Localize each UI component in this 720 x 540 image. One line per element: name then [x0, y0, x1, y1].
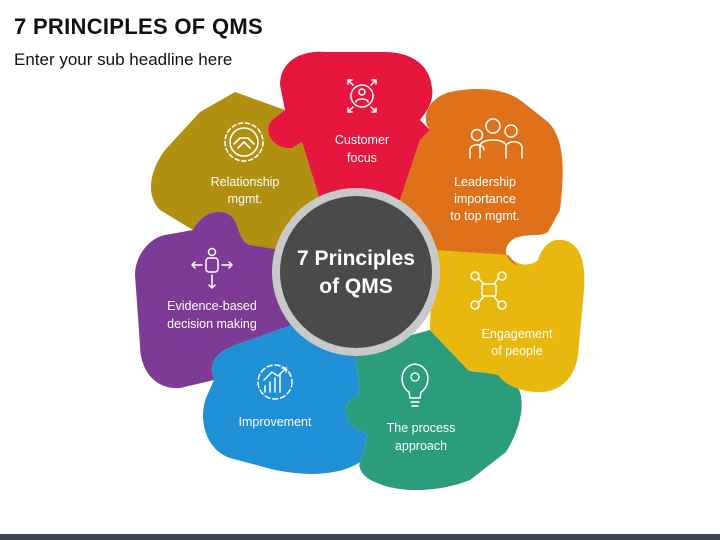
segment-engagement[interactable]: Engagement of people [430, 239, 585, 392]
segment-relationship[interactable]: Relationship mgmt. [150, 92, 320, 250]
segment-evidence-label-2: decision making [167, 317, 257, 331]
segment-leadership-label-2: importance [454, 192, 516, 206]
center-title-line-2: of QMS [319, 275, 393, 298]
segment-process[interactable]: The process approach [345, 330, 522, 491]
segment-leadership-label-3: to top mgmt. [450, 209, 519, 223]
segment-improvement[interactable]: Improvement [203, 325, 368, 474]
segment-process-shape [345, 330, 522, 491]
segment-engagement-label-2: of people [491, 344, 542, 358]
segment-customer-label-2: focus [347, 151, 377, 165]
segment-customer-shape [268, 51, 433, 201]
segment-leadership[interactable]: Leadership importance to top mgmt. [400, 89, 563, 266]
segment-process-label-2: approach [395, 439, 447, 453]
segment-process-label-1: The process [387, 421, 456, 435]
segment-engagement-label-1: Engagement [482, 327, 553, 341]
improvement-chart-icon [257, 364, 293, 400]
segment-customer[interactable]: Customer focus [268, 51, 433, 201]
segment-evidence[interactable]: Evidence-based decision making [135, 211, 292, 389]
engagement-icon [470, 271, 507, 310]
segment-evidence-shape [135, 211, 292, 389]
segment-customer-label-1: Customer [335, 133, 389, 147]
segment-evidence-label-1: Evidence-based [167, 299, 257, 313]
page-subtitle: Enter your sub headline here [14, 50, 233, 69]
page-title: 7 PRINCIPLES OF QMS [14, 14, 263, 39]
segment-leadership-label-1: Leadership [454, 175, 516, 189]
segment-improvement-label: Improvement [239, 415, 312, 429]
center-disc [280, 196, 432, 348]
segment-engagement-shape [430, 239, 585, 392]
evidence-decision-icon [191, 247, 233, 289]
center-title-line-1: 7 Principles [297, 247, 415, 270]
center-hub: 7 Principles of QMS [272, 188, 440, 356]
process-bulb-icon [401, 363, 429, 407]
segment-relationship-label-1: Relationship [211, 175, 280, 189]
leadership-icon [469, 118, 523, 159]
relationship-handshake-icon [224, 122, 264, 162]
customer-icon [347, 79, 377, 113]
segment-relationship-label-2: mgmt. [228, 192, 263, 206]
bottom-bar [0, 534, 720, 540]
segment-leadership-shape [400, 89, 563, 266]
segment-improvement-shape [203, 325, 368, 474]
segment-relationship-shape [150, 92, 320, 250]
